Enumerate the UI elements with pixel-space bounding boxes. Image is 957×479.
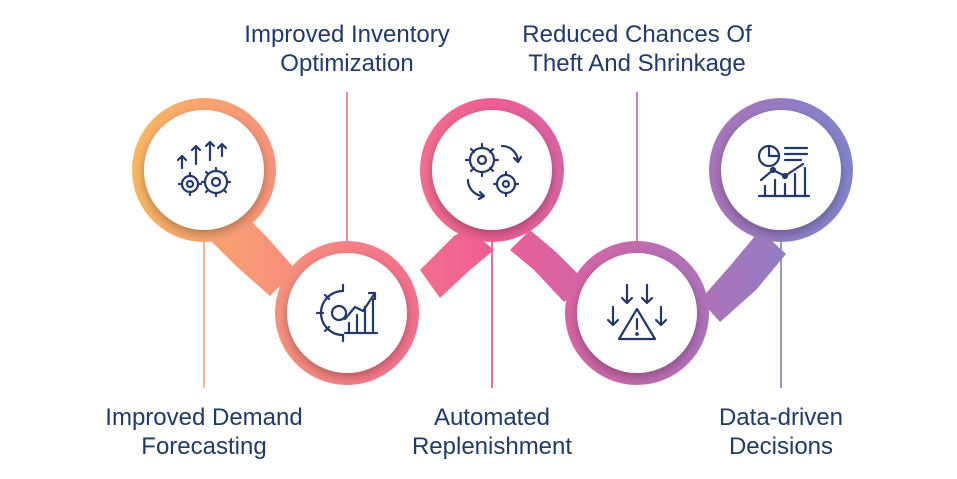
node-circle-4	[577, 253, 697, 373]
step-label-data-driven-decisions: Data-driven Decisions	[718, 404, 844, 460]
node-circle-5	[721, 110, 841, 230]
node-circle-1	[144, 110, 264, 230]
data-dashboard-icon	[757, 144, 811, 198]
gear-chart-icon	[315, 283, 379, 343]
chain-link-3	[510, 230, 586, 302]
step-label-improved-demand-forecasting: Improved Demand Forecasting	[105, 404, 303, 460]
step-label-improved-inventory-optimization: Improved Inventory Optimization	[244, 21, 450, 77]
step-label-automated-replenishment: Automated Replenishment	[411, 404, 573, 460]
cycle-gears-icon	[464, 142, 523, 201]
chain-link-4	[700, 230, 786, 322]
step-label-reduced-theft-shrinkage: Reduced Chances Of Theft And Shrinkage	[522, 21, 752, 77]
chain-link-2	[420, 228, 494, 298]
warning-arrows-icon	[606, 283, 668, 341]
arrows-gears-icon	[176, 140, 232, 198]
